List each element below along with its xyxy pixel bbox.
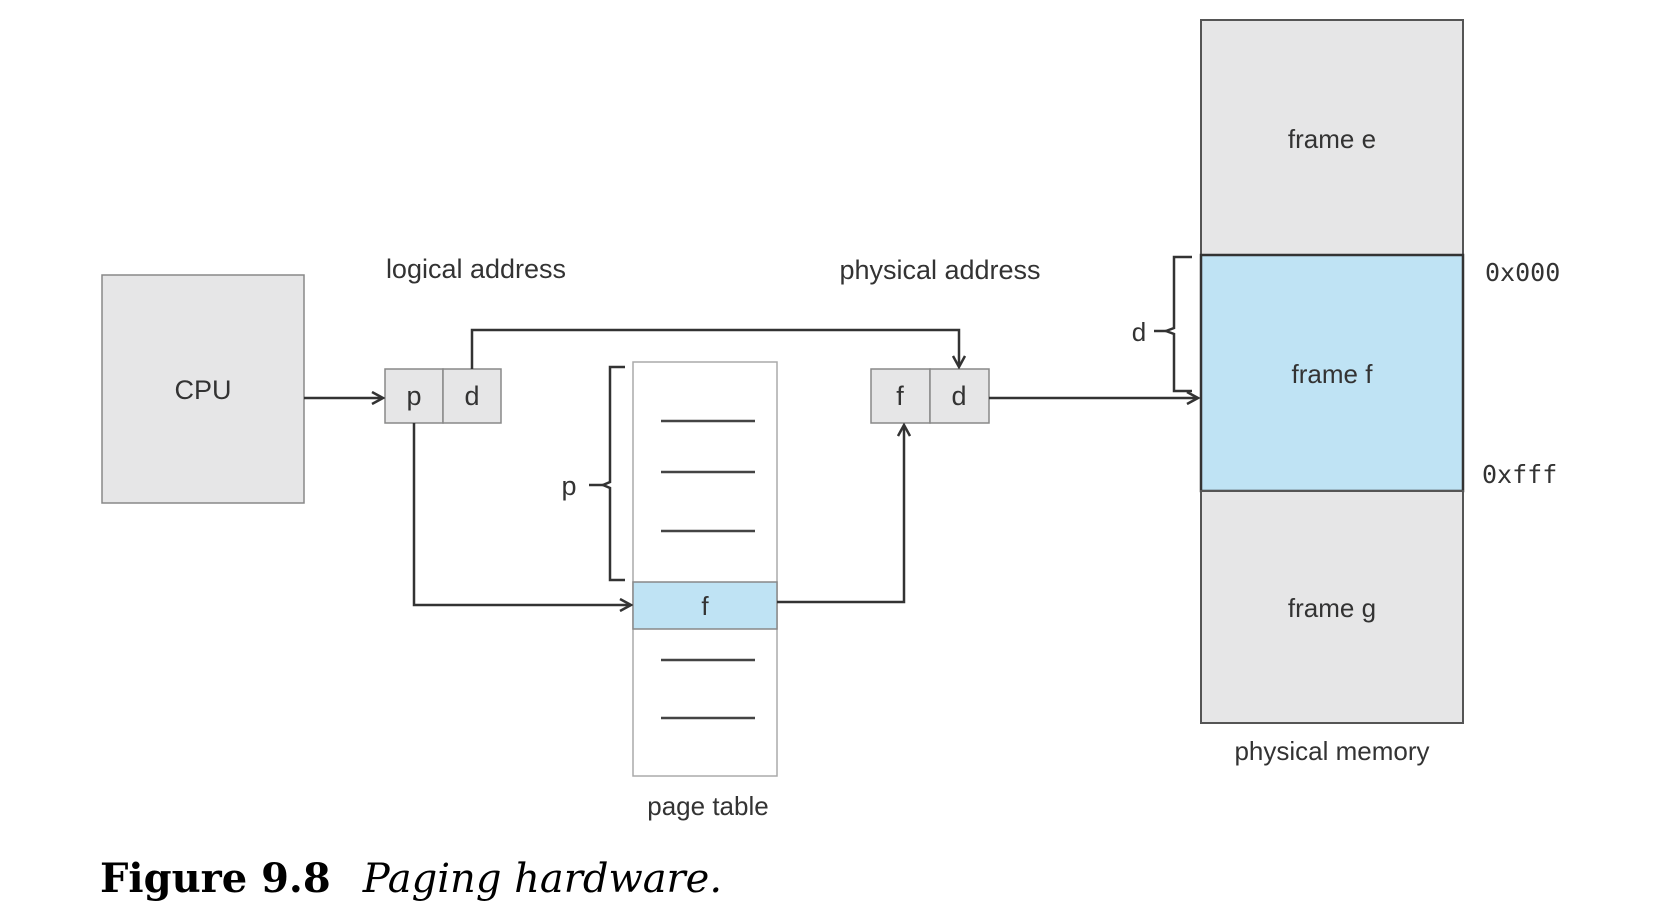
end-address-label: 0xfff (1482, 460, 1557, 489)
frame-e (1200, 19, 1464, 256)
physical-memory: frame e frame f frame g physical memory … (1199, 19, 1560, 766)
physical-d-cell (929, 368, 990, 424)
logical-address-title: logical address (386, 254, 566, 284)
connector-arrows (304, 328, 1198, 605)
page-number-to-table-arrow (412, 423, 631, 605)
physical-address-title: physical address (839, 255, 1040, 285)
page-table-entry-label: f (701, 591, 709, 621)
frame-g (1200, 490, 1464, 724)
frame-f (1199, 253, 1465, 493)
logical-p-label: p (406, 381, 421, 411)
offset-d-arrow (470, 328, 959, 369)
frame-offset-brace-label: d (1132, 317, 1146, 347)
logical-d-label: d (464, 381, 479, 411)
page-table-brace: p (561, 365, 625, 582)
figure-number: Figure 9.8 (100, 855, 331, 902)
frame-g-label: frame g (1288, 593, 1376, 623)
cpu-label: CPU (174, 375, 231, 405)
frame-number-arrow (777, 425, 904, 604)
page-table: f page table (632, 361, 778, 821)
figure-title: Paging hardware. (362, 856, 722, 902)
logical-address: p d (384, 368, 502, 424)
page-table-entry-f (632, 581, 778, 630)
start-address-label: 0x000 (1485, 258, 1560, 287)
page-table-brace-label: p (561, 471, 576, 501)
page-table-label: page table (647, 791, 768, 821)
physical-f-label: f (896, 381, 904, 411)
figure-caption: Figure 9.8 Paging hardware. (100, 855, 722, 902)
physical-address: f d (870, 368, 990, 424)
frame-f-label: frame f (1292, 359, 1374, 389)
frame-offset-brace: d (1132, 255, 1192, 393)
frame-e-label: frame e (1288, 124, 1376, 154)
physical-memory-label: physical memory (1234, 736, 1429, 766)
cpu-box: CPU (101, 274, 305, 504)
logical-p-cell (384, 368, 444, 424)
physical-d-label: d (951, 381, 966, 411)
